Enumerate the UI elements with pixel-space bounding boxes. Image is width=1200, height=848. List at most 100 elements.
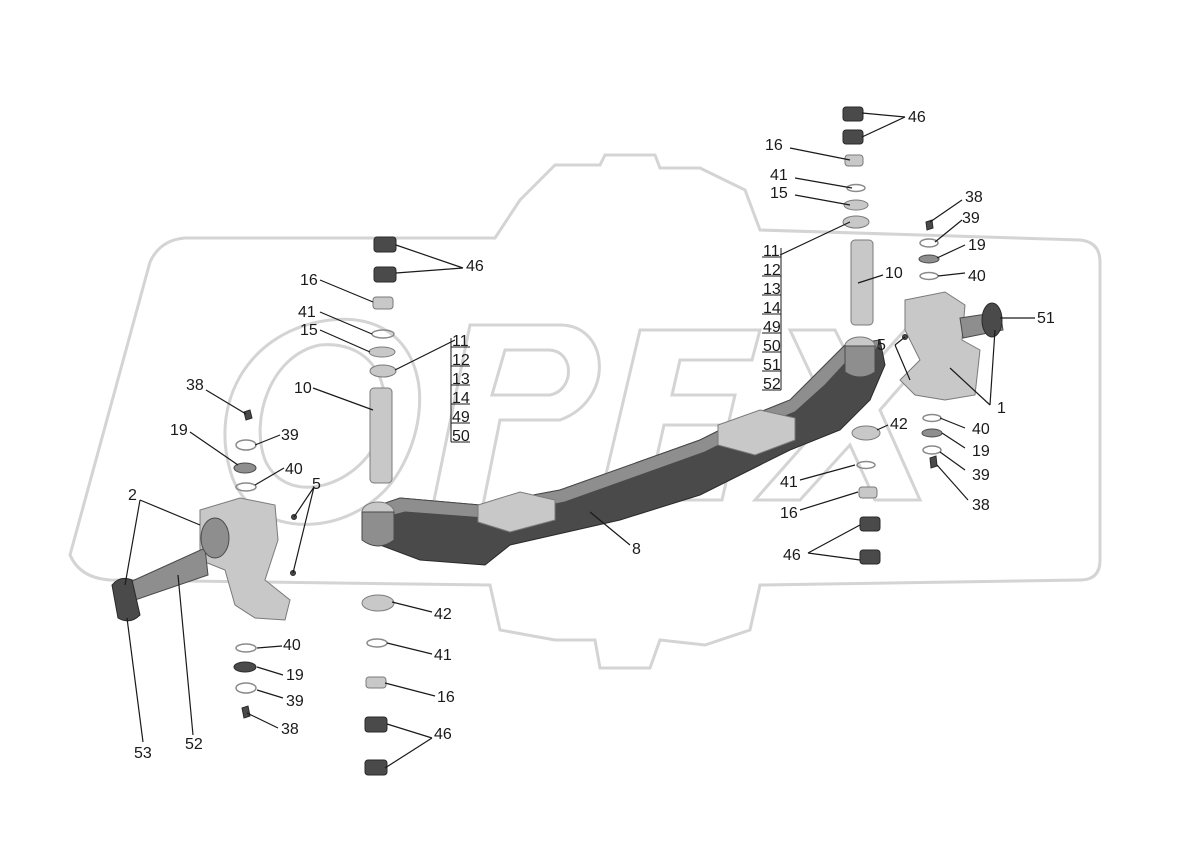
left-knuckle — [111, 497, 291, 622]
callout-16-bottom-left: 16 — [437, 689, 455, 706]
stack-right: 11 12 13 14 49 50 51 52 — [763, 243, 781, 393]
callout-41-top-left: 41 — [298, 304, 316, 321]
circlip-39-right-top — [919, 238, 939, 248]
washer-11-tr — [842, 215, 870, 229]
bushing-46-tl-b — [373, 266, 397, 283]
axle-eye-right-body — [844, 345, 876, 378]
callout-46-mid-right: 46 — [783, 547, 801, 564]
bushing-46-tr-a — [842, 106, 864, 122]
callout-38-bottom-left: 38 — [281, 721, 299, 738]
stack-underlines — [450, 248, 782, 443]
callout-16-top-left: 16 — [300, 272, 318, 289]
callout-46-top-right: 46 — [908, 109, 926, 126]
right-knuckle-body — [899, 291, 981, 401]
kingpins — [369, 239, 874, 484]
bushing-16-bl — [365, 676, 387, 689]
callout-19-mid-right: 19 — [972, 443, 990, 460]
grease-nipple-38-right-top — [925, 219, 934, 231]
callout-40-bottom-left: 40 — [283, 637, 301, 654]
leader-lines — [124, 112, 1035, 769]
callout-41-top-right: 41 — [770, 167, 788, 184]
callout-41-bottom-left: 41 — [434, 647, 452, 664]
callout-38-mid-right: 38 — [972, 497, 990, 514]
washer-11-tl — [369, 364, 397, 378]
stack-left-item: 14 — [452, 390, 470, 407]
washer-15-tr — [843, 199, 869, 211]
watermark-gear — [68, 153, 1102, 670]
stack-left-item: 12 — [452, 352, 470, 369]
axle-spring-pad-right — [717, 409, 796, 456]
callout-8: 8 — [632, 541, 641, 558]
bushing-46-bl-a — [364, 716, 388, 733]
cap-19-right-bottom — [921, 428, 943, 438]
callout-15-top-right: 15 — [770, 185, 788, 202]
callout-38-top-right: 38 — [965, 189, 983, 206]
callout-15-top-left: 15 — [300, 322, 318, 339]
callout-38-left: 38 — [186, 377, 204, 394]
stack-left-item: 50 — [452, 428, 470, 445]
watermark-letter-p — [428, 323, 601, 522]
right-bearing-cup — [981, 302, 1003, 338]
callout-19-bottom-left: 19 — [286, 667, 304, 684]
left-knuckle-body — [199, 497, 291, 621]
kingpin-right — [850, 239, 874, 326]
bushing-46-br-a — [859, 516, 881, 532]
circlip-39-left-bottom — [235, 682, 257, 694]
stack-right-item: 13 — [763, 281, 781, 298]
grease-nipple-38-left-bottom — [241, 705, 251, 719]
stack-left-item: 13 — [452, 371, 470, 388]
callout-40-mid-right: 40 — [972, 421, 990, 438]
watermark — [68, 153, 1102, 670]
small-parts-bottom-right — [851, 425, 881, 565]
small-parts-left-knuckle — [233, 409, 297, 719]
thrust-bearing-42-left — [361, 594, 395, 612]
callout-42-right: 42 — [890, 416, 908, 433]
callout-1: 1 — [997, 400, 1006, 417]
small-parts-top-left — [368, 236, 397, 378]
bushing-46-tl-a — [373, 236, 397, 253]
bushing-46-tr-b — [842, 129, 864, 145]
bushing-16-tr — [844, 154, 864, 167]
bushing-46-bl-b — [364, 759, 388, 776]
callout-39-mid-right: 39 — [972, 467, 990, 484]
callout-53: 53 — [134, 745, 152, 762]
stack-right-item: 11 — [763, 243, 780, 260]
callout-10-left: 10 — [294, 380, 312, 397]
circlip-39-left-top — [235, 439, 257, 451]
callout-42-left: 42 — [434, 606, 452, 623]
washer-15-tl — [368, 346, 396, 358]
callout-39-bottom-left: 39 — [286, 693, 304, 710]
small-parts-bottom-left — [361, 594, 395, 776]
ring-41-br — [856, 460, 876, 470]
callout-16-top-right: 16 — [765, 137, 783, 154]
stack-right-item: 50 — [763, 338, 781, 355]
bushing-46-br-b — [859, 549, 881, 565]
thrust-bearing-42-right — [851, 425, 881, 441]
cap-19-right-top — [918, 254, 940, 264]
ring-41-bl — [366, 638, 388, 648]
callout-labels: 46 16 41 15 38 39 19 40 10 51 5 1 42 40 … — [128, 109, 1055, 762]
callout-5-left: 5 — [312, 476, 321, 493]
callout-10-right: 10 — [885, 265, 903, 282]
callout-5-right: 5 — [877, 337, 886, 354]
small-parts-right-knuckle — [902, 219, 943, 469]
kingpin-left — [369, 387, 393, 484]
stack-right-item: 49 — [763, 319, 781, 336]
bushing-16-tl — [372, 296, 394, 310]
callout-52: 52 — [185, 736, 203, 753]
callout-16-mid-right: 16 — [780, 505, 798, 522]
stack-left: 11 12 13 14 49 50 — [452, 333, 470, 445]
cap-19-left-top — [233, 462, 257, 474]
small-parts-top-right — [842, 106, 870, 229]
stack-right-item: 51 — [763, 357, 781, 374]
stack-left-item: 11 — [452, 333, 469, 350]
axle-spring-pad-left — [477, 491, 556, 533]
seal-40-right-bottom — [922, 413, 942, 423]
left-knuckle-spindle — [129, 547, 209, 601]
callout-19-top-right: 19 — [968, 237, 986, 254]
callout-51: 51 — [1037, 310, 1055, 327]
callout-39-top-right: 39 — [962, 210, 980, 227]
circlip-39-right-bottom — [922, 445, 942, 455]
